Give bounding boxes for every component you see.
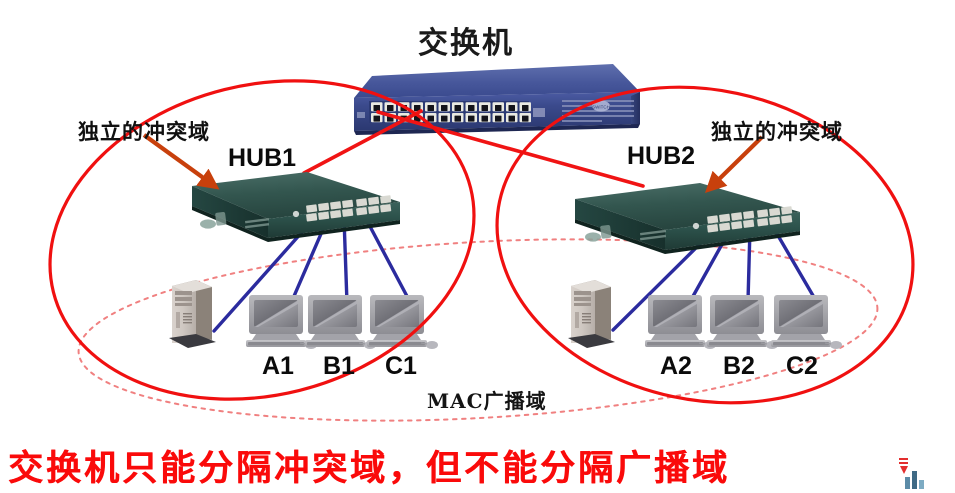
switch-port-bank [369,101,531,123]
hub2-device[interactable] [575,183,800,254]
host-label-b2: B2 [723,352,755,380]
host-label-b1: B1 [323,352,355,380]
pc-b1[interactable] [305,295,376,349]
host-label-c1: C1 [385,352,417,380]
svg-text:SWITCH: SWITCH [592,105,610,110]
bottom-caption: 交换机只能分隔冲突域，但不能分隔广播域 [8,448,731,489]
pc-a2[interactable] [645,295,716,349]
hub1-device[interactable] [192,172,400,242]
collision-domain-ellipse-right [495,85,915,405]
server-tower-left[interactable] [169,280,216,348]
cable-hub1-server [212,220,313,333]
host-label-a1: A1 [262,352,294,380]
uplink-cable-hub2 [376,110,645,188]
collision-domain-ellipse-left [48,79,476,401]
arrow-collision-right [705,135,764,193]
page-title: 交换机 [418,26,514,61]
pc-c2[interactable] [771,295,842,349]
broadcast-domain-label: MAC广播域 [427,389,547,413]
uplink-cable-hub1 [302,109,423,175]
host-label-c2: C2 [786,352,818,380]
pc-c1[interactable] [367,295,438,349]
hub2-label: HUB2 [627,142,696,170]
annotation-arrows [142,133,764,193]
host-label-a2: A2 [660,352,692,380]
switch-brand-logo: SWITCH [592,100,610,112]
server-tower-right[interactable] [568,280,615,348]
cable-hub2-c2 [771,225,817,301]
hub1-brand-logo [200,219,216,229]
hub2-port-bank [707,206,793,233]
arrow-collision-left [142,133,220,190]
uplink-cables [302,109,645,188]
pc-a1[interactable] [246,295,317,349]
hub1-port-bank [306,195,392,222]
watermark-logo [899,458,924,489]
cable-hub1-c1 [363,215,411,302]
hub2-brand-logo [585,232,601,242]
annotation-collision-left: 独立的冲突域 [78,119,210,144]
annotation-collision-right: 独立的冲突域 [711,119,843,144]
cable-hub1-b1 [342,216,349,305]
pc-b2[interactable] [707,295,778,349]
broadcast-domain-ellipse [77,238,879,422]
hub1-label: HUB1 [228,144,297,172]
